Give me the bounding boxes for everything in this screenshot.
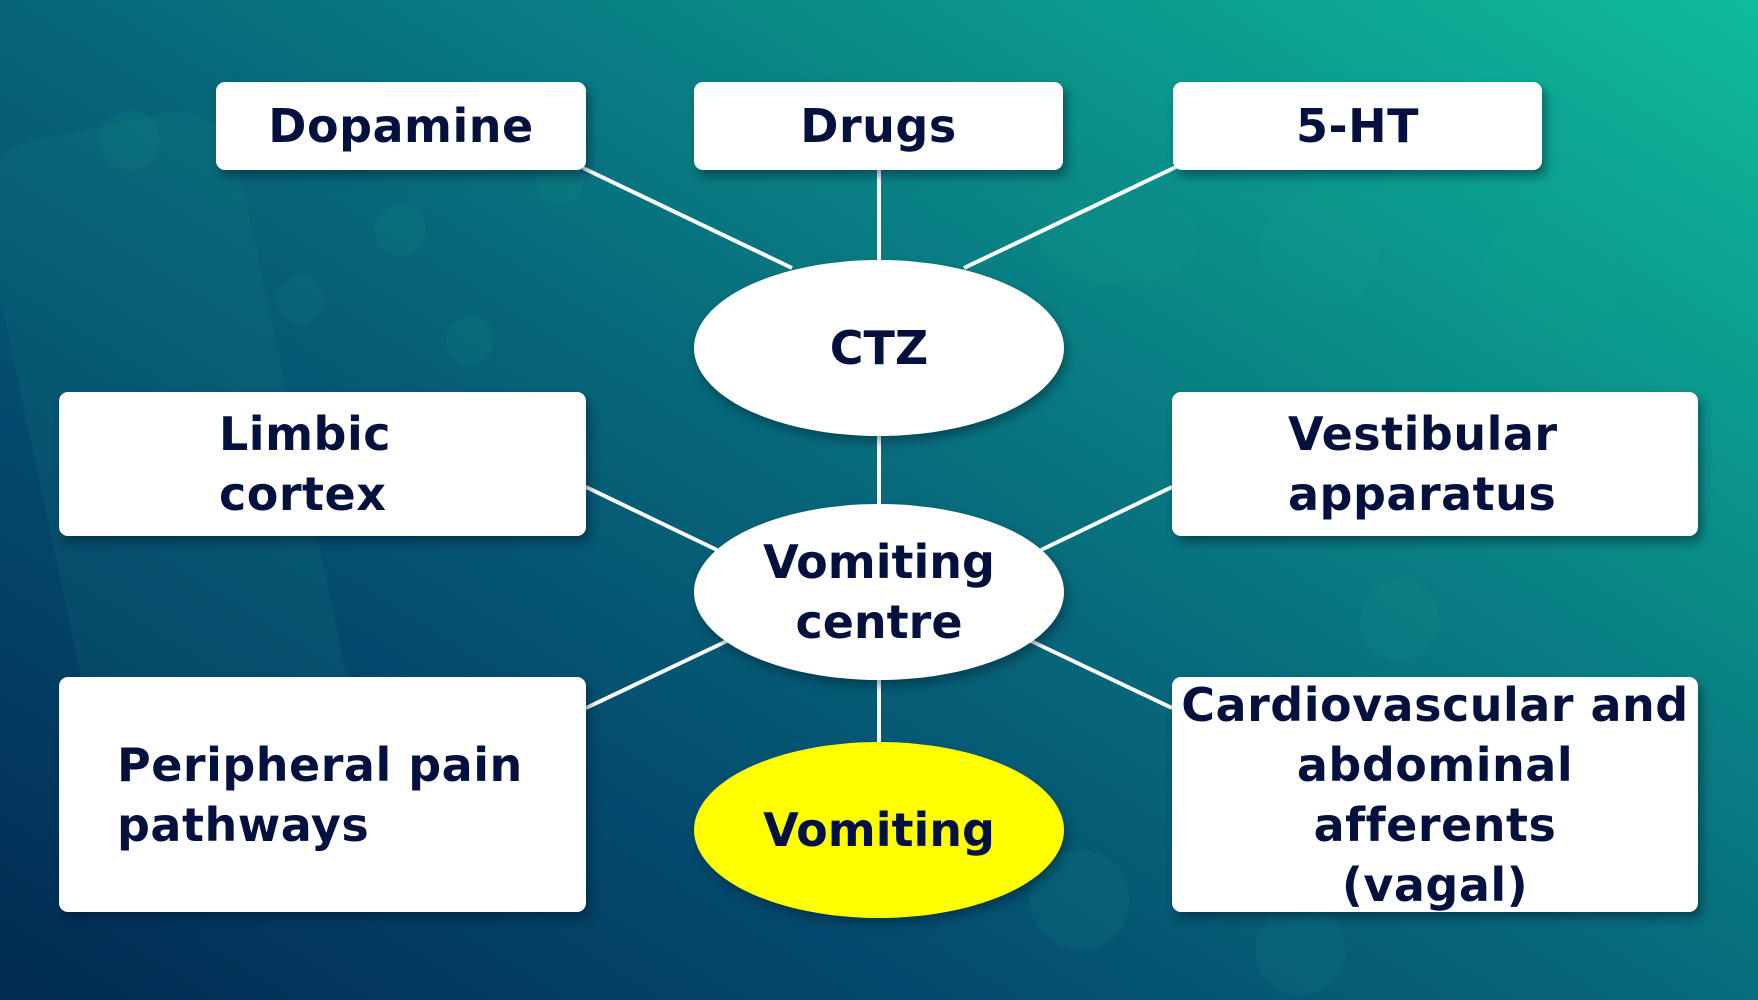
- node-peripheral-pain-pathways: Peripheral pain pathways: [59, 677, 586, 912]
- edge-limbic-centre: [585, 485, 718, 552]
- node-vomiting-label: Vomiting: [763, 803, 995, 857]
- node-cardiovascular-abdominal-afferents-label: Cardiovascular and abdominal afferents (…: [1181, 677, 1689, 912]
- node-ctz: CTZ: [694, 260, 1064, 436]
- node-drugs: Drugs: [694, 82, 1063, 170]
- edge-peripheral-centre: [585, 639, 728, 710]
- node-limbic-cortex-label: Limbic cortex: [219, 407, 391, 521]
- node-vomiting: Vomiting: [694, 742, 1064, 918]
- edge-5ht-ctz: [963, 165, 1177, 270]
- node-dopamine: Dopamine: [216, 82, 586, 170]
- node-cardiovascular-abdominal-afferents: Cardiovascular and abdominal afferents (…: [1172, 677, 1698, 912]
- node-peripheral-pain-pathways-label: Peripheral pain pathways: [117, 737, 523, 852]
- node-vomiting-centre-label: Vomiting centre: [763, 535, 995, 649]
- node-vestibular-apparatus-label: Vestibular apparatus: [1288, 407, 1558, 521]
- edge-cardio-centre: [1030, 639, 1173, 710]
- edge-vestibular-centre: [1040, 485, 1173, 552]
- node-drugs-label: Drugs: [800, 99, 957, 153]
- node-dopamine-label: Dopamine: [268, 99, 534, 153]
- node-vestibular-apparatus: Vestibular apparatus: [1172, 392, 1698, 536]
- node-5ht: 5-HT: [1173, 82, 1542, 170]
- node-ctz-label: CTZ: [829, 321, 929, 375]
- edge-dopamine-ctz: [582, 166, 793, 270]
- node-limbic-cortex: Limbic cortex: [59, 392, 586, 536]
- node-vomiting-centre: Vomiting centre: [694, 504, 1064, 680]
- node-5ht-label: 5-HT: [1296, 99, 1419, 153]
